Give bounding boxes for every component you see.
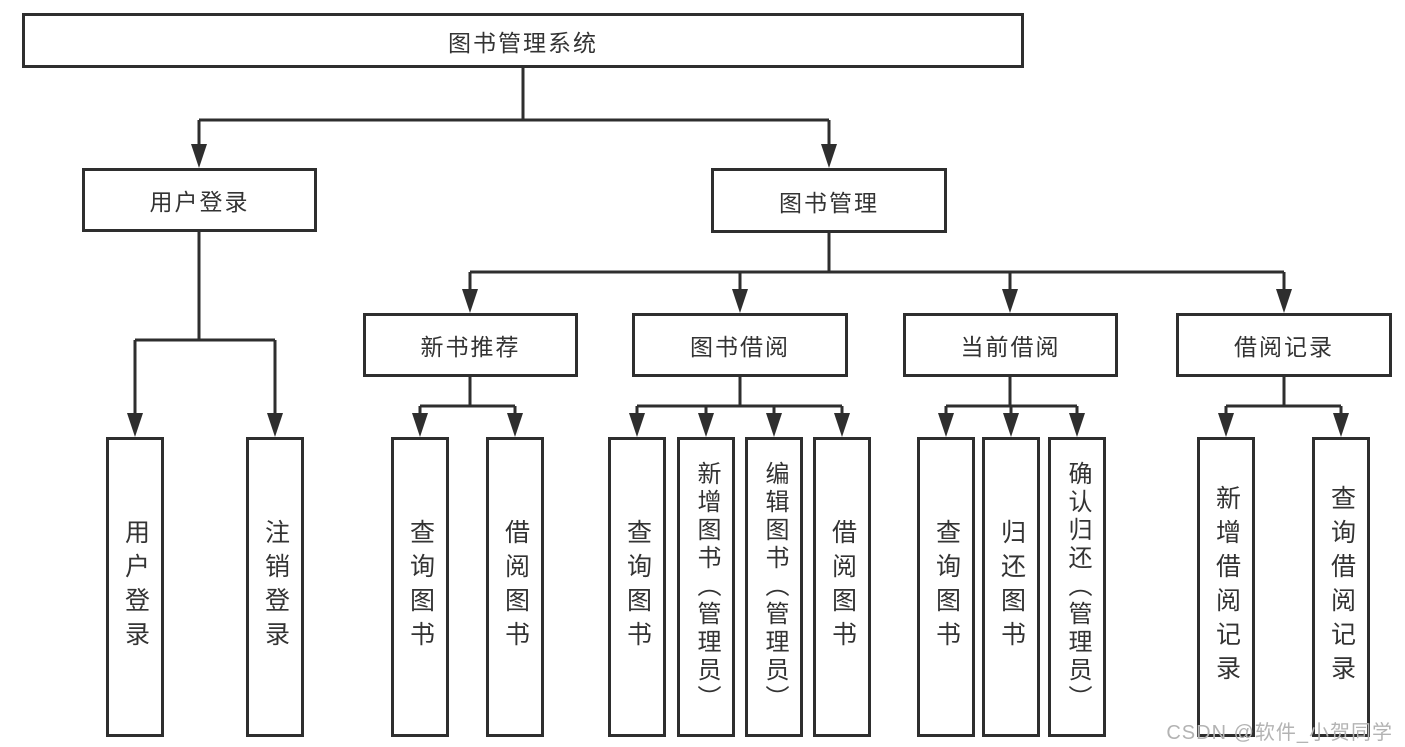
leaf-query-book-current: 查询图书 [917,437,975,737]
leaf-add-book-admin: 新增图书（管理员） [677,437,735,737]
leaf-logout: 注销登录 [246,437,304,737]
connector-borrow-records-group [1218,377,1349,437]
leaf-query-book-borrow: 查询图书 [608,437,666,737]
leaf-user-login: 用户登录 [106,437,164,737]
csdn-watermark: CSDN @软件_小贺同学 [1166,722,1393,744]
connector-root-to-level2 [191,68,837,168]
node-library-management-system: 图书管理系统 [22,13,1024,68]
node-book-management: 图书管理 [711,168,947,233]
leaf-borrow-book: 借阅图书 [813,437,871,737]
leaf-query-borrow-record: 查询借阅记录 [1312,437,1370,737]
connector-user-login-group [127,232,283,437]
leaf-borrow-book-recommend: 借阅图书 [486,437,544,737]
node-new-book-recommend: 新书推荐 [363,313,578,377]
leaf-query-book-recommend: 查询图书 [391,437,449,737]
node-user-login: 用户登录 [82,168,317,232]
leaf-edit-book-admin: 编辑图书（管理员） [745,437,803,737]
connector-book-management-group [462,233,1292,313]
connector-book-borrow-group [629,377,850,437]
connector-current-borrow-group [938,377,1085,437]
node-book-borrow: 图书借阅 [632,313,848,377]
leaf-return-book: 归还图书 [982,437,1040,737]
node-current-borrow: 当前借阅 [903,313,1118,377]
connector-new-book-group [412,377,523,437]
leaf-add-borrow-record: 新增借阅记录 [1197,437,1255,737]
node-borrow-records: 借阅记录 [1176,313,1392,377]
leaf-confirm-return-admin: 确认归还（管理员） [1048,437,1106,737]
